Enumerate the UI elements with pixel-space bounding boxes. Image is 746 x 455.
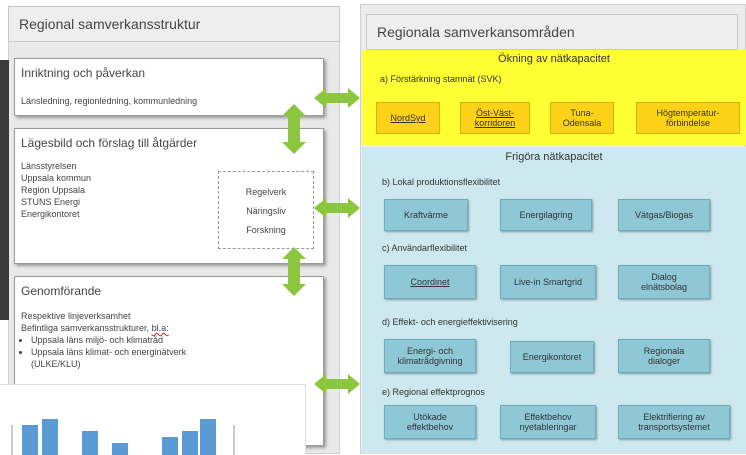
context-item: Regelverk xyxy=(245,187,287,197)
tuna-odensala-button[interactable]: Tuna-Odensala xyxy=(550,102,614,134)
box-situation: Lägesbild och förslag till åtgärder Läns… xyxy=(14,128,324,264)
vatgas-biogas-button[interactable]: Vätgas/Biogas xyxy=(618,199,710,231)
implementation-line: Respektive linjeverksamhet xyxy=(21,311,131,321)
effektbehov-nyetableringar-button[interactable]: Effektbehov nyetableringar xyxy=(500,405,596,439)
organisation-item: Region Uppsala xyxy=(21,185,86,195)
free-capacity-heading: Frigöra nätkapacitet xyxy=(505,151,603,163)
box-direction-title: Inriktning och påverkan xyxy=(21,66,146,80)
context-box: Regelverk Näringsliv Forskning xyxy=(218,171,314,249)
organisation-item: Uppsala kommun xyxy=(21,173,92,183)
box-situation-title: Lägesbild och förslag till åtgärder xyxy=(21,136,198,150)
chart-bar xyxy=(112,443,128,455)
implementation-suffix: bl.a: xyxy=(151,323,169,333)
right-panel-title: Regionala samverkansområden xyxy=(366,14,738,50)
organisation-item: Energikontoret xyxy=(21,209,80,219)
chart-bar xyxy=(182,431,198,455)
elektrifiering-av-transportsystemet-button[interactable]: Elektrifiering av transportsystemet xyxy=(618,405,730,439)
chart-overlay xyxy=(0,384,306,455)
section-a-label: a) Förstärkning stamnät (SVK) xyxy=(380,74,502,84)
context-item: Forskning xyxy=(246,225,286,235)
implementation-bullets: Uppsala läns miljö- och klimatråd Uppsal… xyxy=(21,334,319,358)
chart-bar xyxy=(200,419,216,455)
section-b-label: b) Lokal produktionsflexibilitet xyxy=(382,177,501,187)
hogtemperatur-forbindelse-button[interactable]: Högtemperatur-förbindelse xyxy=(636,102,740,134)
nordsyd-button[interactable]: NordSyd xyxy=(376,102,440,134)
box-direction-text: Länsledning, regionledning, kommunlednin… xyxy=(21,96,198,106)
box-direction: Inriktning och påverkan Länsledning, reg… xyxy=(14,58,324,116)
implementation-prefix: Befintliga samverkansstrukturer, xyxy=(21,323,152,333)
organisations-list: Länsstyrelsen Uppsala kommun Region Upps… xyxy=(21,160,91,220)
energilagring-button[interactable]: Energilagring xyxy=(500,199,592,231)
capacity-increase-heading: Ökning av nätkapacitet xyxy=(498,53,610,65)
utokade-effektbehov-button[interactable]: Utökade effektbehov xyxy=(384,405,476,439)
regionala-dialoger-button[interactable]: Regionala dialoger xyxy=(618,339,710,373)
chart-bar xyxy=(42,419,58,455)
section-c-label: c) Användarflexibilitet xyxy=(382,243,468,253)
box-implementation-title: Genomförande xyxy=(21,284,102,298)
capacity-increase-zone: Ökning av nätkapacitet a) Förstärkning s… xyxy=(362,50,746,145)
energikontoret-button[interactable]: Energikontoret xyxy=(510,341,594,373)
live-in-smartgrid-button[interactable]: Live-in Smartgrid xyxy=(500,265,596,299)
mini-bar-chart xyxy=(11,419,235,455)
bullet-item: Uppsala läns miljö- och klimatråd xyxy=(31,334,319,346)
left-edge-photo xyxy=(0,60,9,320)
bullet-tail: (ULKE/KLU) xyxy=(31,359,81,369)
organisation-item: Länsstyrelsen xyxy=(21,161,77,171)
ost-vast-korridoren-button[interactable]: Öst-Väst-korridoren xyxy=(460,102,530,134)
dialog-elnatsbolag-button[interactable]: Dialog elnätsbolag xyxy=(618,265,710,299)
chart-bar xyxy=(82,431,98,455)
chart-bar xyxy=(22,425,38,455)
organisation-item: STUNS Energi xyxy=(21,197,81,207)
section-e-label: e) Regional effektprognos xyxy=(382,387,485,397)
context-item: Näringsliv xyxy=(246,206,286,216)
implementation-line: Befintliga samverkansstrukturer, bl.a: xyxy=(21,322,319,334)
implementation-text: Respektive linjeverksamhet Befintliga sa… xyxy=(21,310,319,370)
left-panel-title: Regional samverkansstruktur xyxy=(8,6,340,42)
section-d-label: d) Effekt- och energieffektivisering xyxy=(382,317,518,327)
free-capacity-zone: Frigöra nätkapacitet b) Lokal produktion… xyxy=(362,147,746,454)
coordinet-button[interactable]: Coordinet xyxy=(384,265,476,299)
kraftvarme-button[interactable]: Kraftvärme xyxy=(384,199,468,231)
chart-bar xyxy=(162,437,178,455)
bullet-item: Uppsala läns klimat- och energinätverk xyxy=(31,346,319,358)
energi-och-klimatradgivning-button[interactable]: Energi- och klimatrådgivning xyxy=(384,339,476,373)
